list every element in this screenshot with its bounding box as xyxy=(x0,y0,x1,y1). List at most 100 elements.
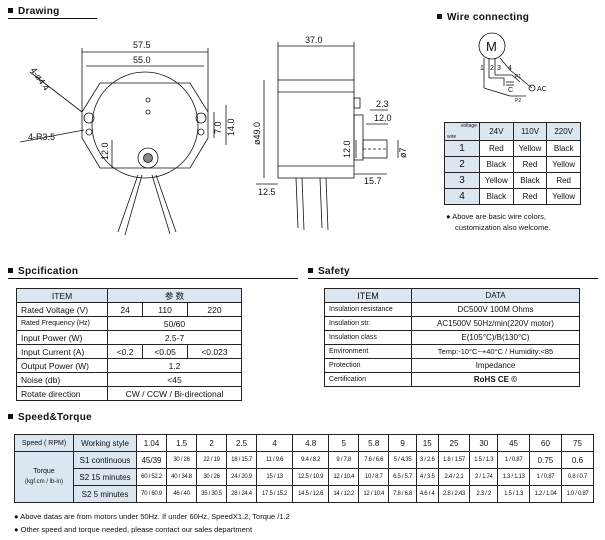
speed-value: 4.8 xyxy=(292,434,330,452)
torque-value: 1 / 0.87 xyxy=(529,468,562,486)
mount-hole-left xyxy=(83,112,95,124)
p2-label: P2 xyxy=(515,98,521,104)
spec-label: Rotate direction xyxy=(16,386,108,401)
speed-value: 2 xyxy=(196,434,227,452)
spec-label: Input Power (W) xyxy=(16,330,108,345)
drawing-title: Drawing xyxy=(8,6,97,19)
spec-value: 50/60 xyxy=(107,316,242,331)
dim-hole: 4-ø4.4 xyxy=(28,65,51,92)
wire-row-num: 4 xyxy=(444,188,480,205)
safety-data-header: DATA xyxy=(411,288,580,303)
torque-value: 5 / 4.35 xyxy=(388,451,417,469)
torque-value: 1.5 / 1.3 xyxy=(469,451,499,469)
torque-value: 17.5 / 15.2 xyxy=(255,485,294,503)
speed-torque-title: Speed&Torque xyxy=(8,412,92,423)
wire-note-2: customization also welcome. xyxy=(455,223,551,232)
torque-value: 2.3 / 2 xyxy=(469,485,499,503)
dim-37-0: 37.0 xyxy=(305,35,323,45)
wire-note-1: ● Above are basic wire colors, xyxy=(446,212,546,221)
torque-value: 30 / 26 xyxy=(196,468,227,486)
torque-value: 2.4 / 2.1 xyxy=(437,468,471,486)
torque-value: 2 / 1.74 xyxy=(469,468,499,486)
spec-value: 24 xyxy=(106,302,144,317)
shaft-hub xyxy=(137,147,159,169)
dim-15-7: 15.7 xyxy=(364,176,382,186)
wire-cell: Red xyxy=(546,172,581,189)
working-style-cell: S2 5 minutes xyxy=(73,485,137,503)
speed-label: Speed ( RPM) xyxy=(14,434,74,452)
dim-12-0-shaft: 12.0 xyxy=(342,140,352,158)
dim-dia: ø49.0 xyxy=(252,122,262,145)
spec-label: Rated Frequency (Hz) xyxy=(16,316,108,331)
spec-value: <45 xyxy=(107,372,242,387)
wire-header-24v: 24V xyxy=(479,122,514,141)
torque-value: 60 / 52.2 xyxy=(136,468,167,486)
mount-hole-right xyxy=(195,112,207,124)
safety-value: AC1500V 50Hz/min(220V motor) xyxy=(411,316,580,331)
motor-drawing: 57.5 55.0 4-ø4.4 4-R3.5 12.0 7.0 14.0 37… xyxy=(19,35,408,236)
wire-header-110v: 110V xyxy=(512,122,548,141)
dim-55-0: 55.0 xyxy=(133,55,151,65)
safety-item-header: ITEM xyxy=(324,288,412,303)
spec-value: 110 xyxy=(142,302,188,317)
p1-label: P1 xyxy=(515,74,521,80)
torque-value: 35 / 30.5 xyxy=(196,485,227,503)
spec-value: 1.2 xyxy=(107,358,242,373)
safety-label: Insulation class xyxy=(324,330,412,345)
safety-value: DC500V 100M Ohms xyxy=(411,302,580,317)
torque-value: 4.6 / 4 xyxy=(415,485,439,503)
torque-value: 12 / 10.4 xyxy=(358,485,390,503)
torque-value: 14.5 / 12.6 xyxy=(292,485,330,503)
wire-title: Wire connecting xyxy=(437,12,529,23)
wire-row-num: 2 xyxy=(444,156,480,173)
spec-value: <0.05 xyxy=(142,344,188,359)
speed-value: 5.8 xyxy=(358,434,390,452)
torque-value: 30 / 26 xyxy=(166,451,197,469)
spec-value: 2.5-7 xyxy=(107,330,242,345)
square-bullet-icon xyxy=(8,8,13,13)
torque-value: 22 / 19 xyxy=(196,451,227,469)
safety-title-text: Safety xyxy=(318,266,350,277)
spec-value: CW / CCW / Bi-directional xyxy=(107,386,242,401)
speed-note-2: ● Other speed and torque needed, please … xyxy=(14,525,253,534)
torque-value: 70 / 60.9 xyxy=(136,485,167,503)
torque-value: 1.2 / 1.04 xyxy=(529,485,562,503)
dim-12-0-side: 12.0 xyxy=(374,113,392,123)
c-label: C xyxy=(508,87,513,94)
torque-value: 46 / 40 xyxy=(166,485,197,503)
torque-value: 40 / 34.8 xyxy=(166,468,197,486)
torque-value: 1 / 0.87 xyxy=(497,451,531,469)
spec-param-header: 参 数 xyxy=(107,288,242,303)
torque-value: 15 / 13 xyxy=(255,468,294,486)
torque-value: 1.5 / 1.3 xyxy=(497,485,531,503)
speed-value: 60 xyxy=(529,434,562,452)
working-style-cell: S2 15 minutes xyxy=(73,468,137,486)
spec-title-text: Spcification xyxy=(18,266,79,277)
spec-label: Output Power (W) xyxy=(16,358,108,373)
torque-value: 7.8 / 6.8 xyxy=(388,485,417,503)
dim-radius: 4-R3.5 xyxy=(28,132,55,142)
speed-value: 45 xyxy=(497,434,531,452)
torque-value: 3 / 2.6 xyxy=(415,451,439,469)
wire-cell: Red xyxy=(512,188,548,205)
safety-value: E(105°C)/B(130°C) xyxy=(411,330,580,345)
wire-corner-cell: voltage wire xyxy=(444,122,480,141)
torque-value: 14 / 12.2 xyxy=(328,485,360,503)
dim-7-0: 7.0 xyxy=(213,121,223,134)
speed-value: 15 xyxy=(415,434,439,452)
torque-value: 10 / 8.7 xyxy=(358,468,390,486)
safety-title: Safety xyxy=(308,266,598,279)
safety-label: Insulation str. xyxy=(324,316,412,331)
side-body xyxy=(277,79,355,179)
wire-cell: Yellow xyxy=(546,188,581,205)
wire-cell: Yellow xyxy=(512,140,548,157)
torque-value: 6.5 / 5.7 xyxy=(388,468,417,486)
torque-label-cell: Torque(kgf.cm / lb-in) xyxy=(14,451,74,503)
wire-cell: Black xyxy=(479,188,514,205)
dim-14-0: 14.0 xyxy=(226,118,236,136)
spec-label: Noise (db) xyxy=(16,372,108,387)
